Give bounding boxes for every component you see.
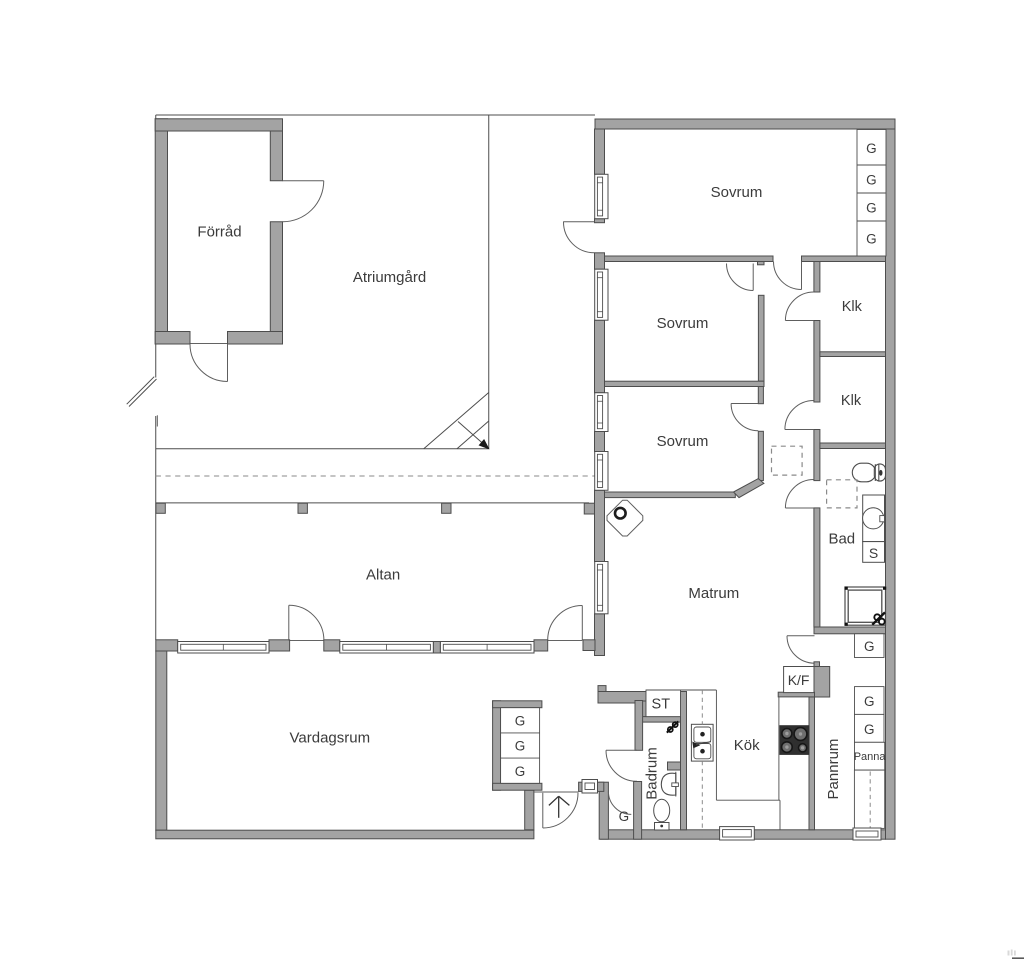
svg-text:Sovrum: Sovrum — [657, 315, 709, 332]
svg-text:ST: ST — [652, 697, 671, 713]
svg-text:G: G — [515, 739, 526, 754]
svg-text:Kök: Kök — [734, 737, 760, 754]
svg-text:G: G — [515, 714, 526, 729]
svg-text:G: G — [864, 639, 875, 654]
svg-text:Pannrum: Pannrum — [825, 739, 842, 800]
svg-text:G: G — [866, 173, 877, 188]
svg-text:Bad: Bad — [828, 531, 855, 548]
svg-text:G: G — [866, 141, 877, 156]
svg-text:Sovrum: Sovrum — [711, 184, 763, 201]
svg-text:Klk: Klk — [841, 393, 862, 409]
svg-text:G: G — [864, 694, 875, 709]
svg-text:G: G — [864, 722, 875, 737]
svg-text:Sovrum: Sovrum — [657, 433, 709, 450]
svg-text:Vardagsrum: Vardagsrum — [290, 729, 371, 746]
svg-text:K/F: K/F — [788, 672, 810, 688]
svg-text:G: G — [866, 232, 877, 247]
svg-text:Panna: Panna — [854, 751, 887, 763]
svg-text:S: S — [869, 545, 878, 561]
svg-text:G: G — [515, 764, 526, 779]
svg-text:Förråd: Förråd — [197, 224, 241, 241]
svg-text:Klk: Klk — [842, 299, 863, 315]
svg-text:Atriumgård: Atriumgård — [353, 269, 426, 286]
svg-text:Matrum: Matrum — [688, 585, 739, 602]
svg-text:Altan: Altan — [366, 567, 400, 584]
svg-text:Badrum: Badrum — [644, 747, 661, 800]
svg-text:G: G — [866, 201, 877, 216]
svg-text:G: G — [619, 809, 630, 824]
